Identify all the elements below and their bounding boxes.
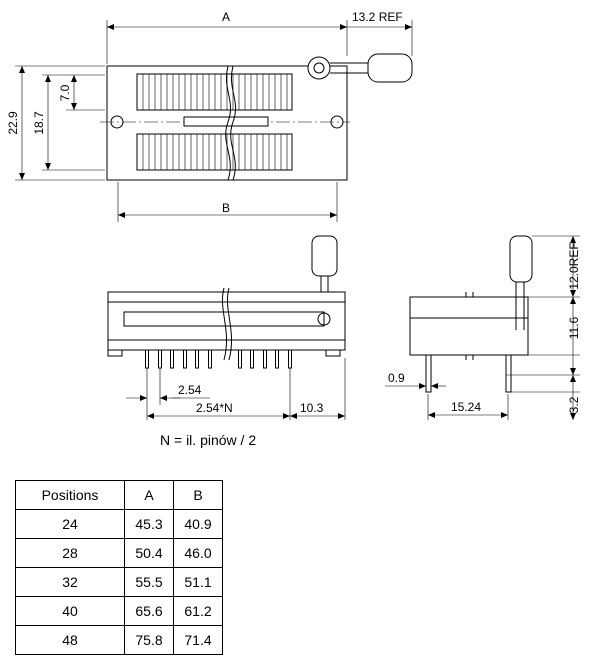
dim-22-9-label: 22.9 xyxy=(6,111,20,135)
pin xyxy=(275,349,279,369)
table-cell: 40 xyxy=(15,596,125,626)
pin xyxy=(208,349,212,369)
table-row: 48 75.8 71.4 xyxy=(15,625,223,655)
table-row: 28 50.4 46.0 xyxy=(15,538,223,568)
table-header: A xyxy=(124,480,174,510)
dim-18-7-label: 18.7 xyxy=(32,111,46,135)
table-row: 24 45.3 40.9 xyxy=(15,509,223,539)
break-line xyxy=(225,65,232,181)
table-header: B xyxy=(173,480,223,510)
dim-15-24-label: 15.24 xyxy=(451,400,481,414)
dim-12-ref-label: 12.0REF xyxy=(567,242,581,289)
pin xyxy=(263,349,267,369)
front-view-channel xyxy=(123,311,325,327)
table-cell: 75.8 xyxy=(124,625,174,655)
table-row: 40 65.6 61.2 xyxy=(15,596,223,626)
pin xyxy=(195,349,199,369)
dim-7-0-label: 7.0 xyxy=(58,84,72,101)
contact-slots-lower xyxy=(136,133,293,171)
pin xyxy=(183,349,187,369)
side-view-body xyxy=(409,296,529,356)
front-lever-handle xyxy=(311,235,338,277)
side-pin-left xyxy=(425,354,432,393)
positions-table: Positions A B 24 45.3 40.9 28 50.4 46.0 … xyxy=(15,480,223,655)
front-view-cam xyxy=(317,312,331,326)
pin xyxy=(238,349,242,369)
pin xyxy=(288,349,292,369)
table-cell: 46.0 xyxy=(173,538,223,568)
side-view: 12.0REF 11.6 3.2 0.9 15.24 xyxy=(385,235,581,420)
dim-ref-label: 13.2 REF xyxy=(352,10,403,24)
pin-count-note: N = il. pinów / 2 xyxy=(160,432,257,448)
lever-handle xyxy=(367,53,413,83)
table-cell: 32 xyxy=(15,567,125,597)
table-row: 32 55.5 51.1 xyxy=(15,567,223,597)
table-cell: 48 xyxy=(15,625,125,655)
dim-0-9-label: 0.9 xyxy=(388,371,405,385)
pin xyxy=(145,349,149,369)
table-header-row: Positions A B xyxy=(15,480,223,510)
mount-hole-left xyxy=(110,115,124,129)
top-view-body xyxy=(106,65,348,181)
table-cell: 55.5 xyxy=(124,567,174,597)
front-view: 2.54 2.54*N 10.3 xyxy=(107,235,346,420)
pin xyxy=(158,349,162,369)
table-cell: 65.6 xyxy=(124,596,174,626)
table-cell: 45.3 xyxy=(124,509,174,539)
mount-hole-right xyxy=(330,115,344,129)
table-header: Positions xyxy=(15,480,125,510)
top-view: A 13.2 REF B 22.9 18.7 7.0 xyxy=(6,10,413,222)
front-view-body xyxy=(107,291,346,351)
slot-block-lower xyxy=(136,133,293,171)
side-lever-handle xyxy=(509,235,533,283)
table-cell: 28 xyxy=(15,538,125,568)
table-cell: 61.2 xyxy=(173,596,223,626)
dim-2-54n-label: 2.54*N xyxy=(196,401,233,415)
table-cell: 24 xyxy=(15,509,125,539)
pin xyxy=(250,349,254,369)
dim-a-label: A xyxy=(222,10,230,24)
dim-3-2-label: 3.2 xyxy=(567,396,581,413)
table-cell: 71.4 xyxy=(173,625,223,655)
table-cell: 51.1 xyxy=(173,567,223,597)
contact-slots-upper xyxy=(136,73,293,111)
lever-pivot-inner xyxy=(313,62,325,74)
dim-b-label: B xyxy=(222,201,230,215)
table-cell: 40.9 xyxy=(173,509,223,539)
pin xyxy=(170,349,174,369)
break-line-2 xyxy=(230,65,237,181)
slot-block-upper xyxy=(136,73,293,111)
center-slot xyxy=(183,116,269,127)
dim-10-3-label: 10.3 xyxy=(300,401,324,415)
side-pin-right xyxy=(505,354,512,393)
dim-2-54-label: 2.54 xyxy=(178,383,202,397)
table-cell: 50.4 xyxy=(124,538,174,568)
dim-11-6-label: 11.6 xyxy=(567,316,581,339)
lever-pivot xyxy=(307,56,331,80)
front-view-pins xyxy=(145,349,292,369)
